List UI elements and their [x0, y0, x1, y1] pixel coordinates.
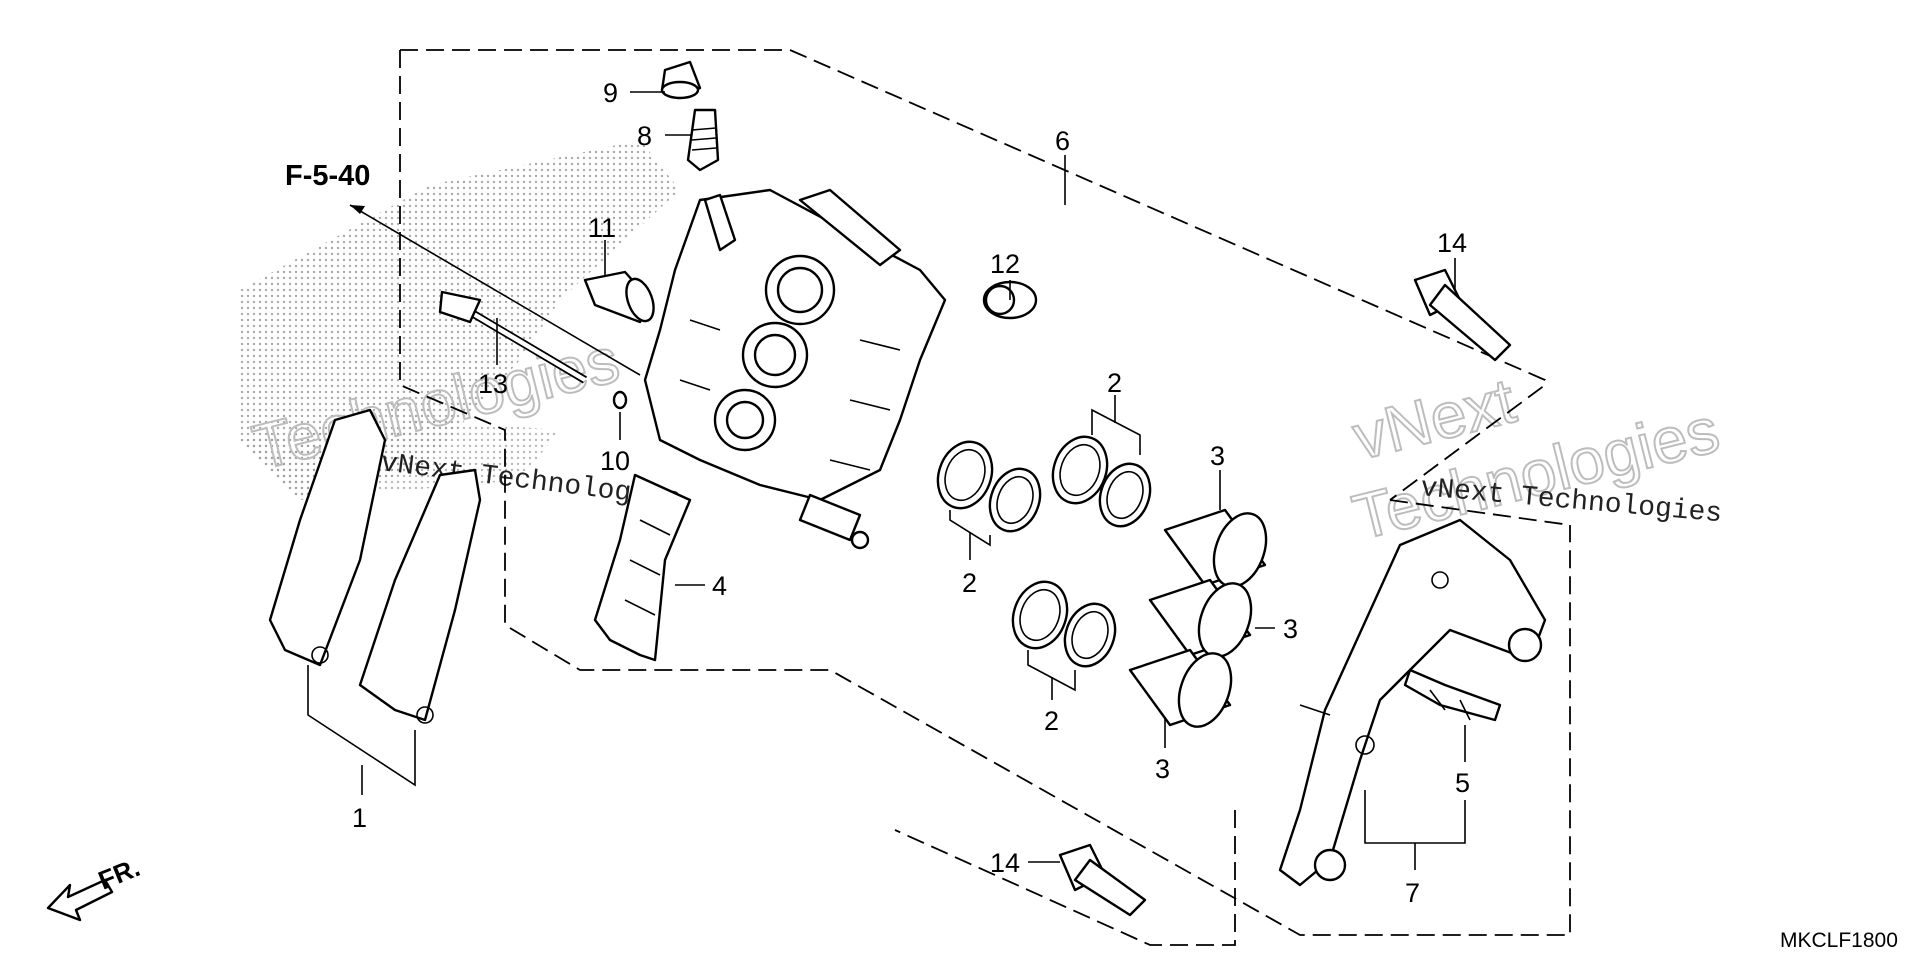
pistons [1128, 508, 1268, 728]
callout-2: 2 [1107, 368, 1122, 398]
callout-11: 11 [588, 213, 616, 243]
pad-retainer [1403, 668, 1502, 722]
reference-arrow-line [349, 204, 641, 376]
pin-clip [612, 390, 628, 410]
pad-spring [593, 473, 692, 662]
callout-5: 5 [1455, 768, 1470, 798]
pin-plug [583, 270, 655, 324]
dotted-shade [240, 140, 680, 500]
callout-6: 6 [1055, 126, 1070, 156]
front-indicator: FR. [46, 852, 144, 922]
caliper-body [643, 188, 947, 550]
reference-arrowhead [350, 205, 365, 214]
brake-pad-outer [268, 408, 387, 667]
callout-3: 3 [1283, 614, 1298, 644]
bleeder-cap [660, 60, 702, 100]
callout-2: 2 [1044, 706, 1059, 736]
leader-lines [307, 91, 1466, 870]
callout-3: 3 [1210, 441, 1225, 471]
mounting-bolt-lower [1058, 843, 1147, 917]
assembly-outline-caliper [400, 49, 1546, 501]
callout-3: 3 [1155, 754, 1170, 784]
callout-1: 1 [352, 803, 367, 833]
callout-14: 14 [1437, 228, 1467, 258]
piston-seals [936, 435, 1152, 668]
assembly-outline-bottom [894, 810, 1236, 946]
brake-pad-inner [358, 468, 482, 724]
pad-pin [438, 290, 588, 384]
assembly-outline-bracket [1389, 499, 1571, 526]
callout-9: 9 [603, 78, 618, 108]
mounting-bolt-upper [1413, 268, 1512, 362]
callout-8: 8 [637, 121, 652, 151]
callout-14: 14 [990, 848, 1020, 878]
callout-7: 7 [1405, 878, 1420, 908]
callout-4: 4 [712, 571, 727, 601]
reference-code: F-5-40 [285, 160, 370, 192]
assembly-outline-left [399, 50, 1571, 936]
callout-13: 13 [478, 369, 508, 399]
caliper-bracket [1278, 518, 1547, 887]
bleeder-screw [686, 108, 720, 172]
catalog-code: MKCLF1800 [1780, 929, 1898, 952]
callout-2: 2 [962, 568, 977, 598]
callout-12: 12 [990, 249, 1020, 279]
callout-10: 10 [600, 446, 630, 476]
